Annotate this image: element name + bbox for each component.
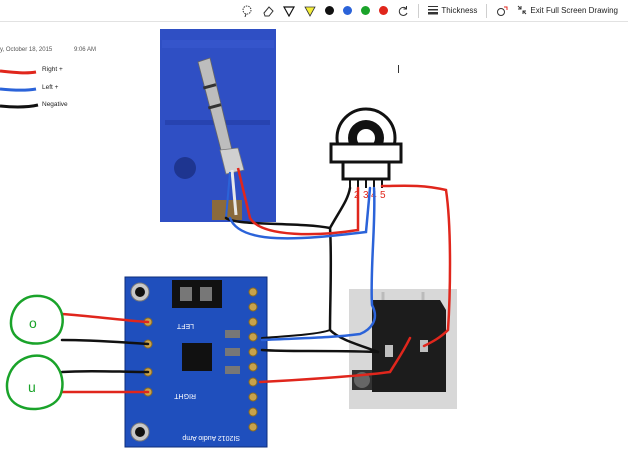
legend-label-right: Right + [42,66,63,73]
exit-full-screen-drawing-label: Exit Full Screen Drawing [530,6,618,15]
audio-plug-photo [160,29,276,222]
thickness-label: Thickness [441,6,478,15]
speaker-bottom-drawing: u [5,354,64,411]
wiring [60,184,452,394]
wire-blue [260,186,377,342]
exit-fullscreen-icon [517,5,527,17]
legend-stroke-black [0,103,39,109]
amplifier-board-photo: LEFT RIGHT SI2012 Audio Amp [124,276,268,448]
board-label-model: SI2012 Audio Amp [182,434,240,441]
wire-black [328,186,352,230]
note-date-time: y, October 18, 2015 9:06 AM [0,47,116,53]
wire-blue [228,186,372,240]
wire-red [60,312,150,324]
wire-red [258,336,412,384]
color-blue-swatch[interactable] [343,6,353,15]
ink-to-shape-icon[interactable] [496,5,508,17]
rotate-icon[interactable] [397,5,409,17]
speaker-top-drawing: o [9,294,64,345]
note-date: y, October 18, 2015 [0,47,53,53]
wire-black [261,329,331,339]
pen-icon[interactable] [283,5,296,17]
color-black-swatch[interactable] [325,6,335,15]
drawing-toolbar: Thickness Exit Full Screen Drawing [0,0,628,22]
wire-red [380,184,452,348]
color-green-swatch[interactable] [361,6,371,15]
text-cursor [398,65,399,73]
pot-pin-label: 5 [380,190,386,201]
legend-stroke-blue [0,87,37,92]
legend-label-negative: Negative [42,101,68,108]
legend-stroke-red [0,69,37,75]
legend-label-left: Left + [42,84,59,91]
thickness-icon [428,5,439,17]
board-label-left: LEFT [176,322,194,329]
exit-full-screen-drawing-button[interactable]: Exit Full Screen Drawing [517,5,618,17]
pot-pin-label: 3 [363,190,369,201]
speaker-top-label: o [29,315,37,331]
drawing-canvas[interactable]: 2 3 4 5 LEFT RIGHT SI2012 Audio Amp [0,22,628,472]
potentiometer-drawing: 2 3 4 5 [329,107,403,201]
board-label-right: RIGHT [174,392,197,399]
wire-black [260,348,380,354]
wire-black [60,369,150,374]
highlighter-icon[interactable] [304,5,317,17]
speaker-bottom-label: u [28,379,36,395]
color-red-swatch[interactable] [379,6,389,15]
wire-black [224,216,380,354]
toolbar-divider [418,3,420,18]
eraser-icon[interactable] [262,5,275,17]
thickness-button[interactable]: Thickness [428,5,477,17]
wire-red [248,186,360,236]
wire-black [60,338,150,346]
lasso-select-icon[interactable] [241,5,253,17]
toolbar-divider [486,3,488,18]
note-time: 9:06 AM [73,47,96,53]
